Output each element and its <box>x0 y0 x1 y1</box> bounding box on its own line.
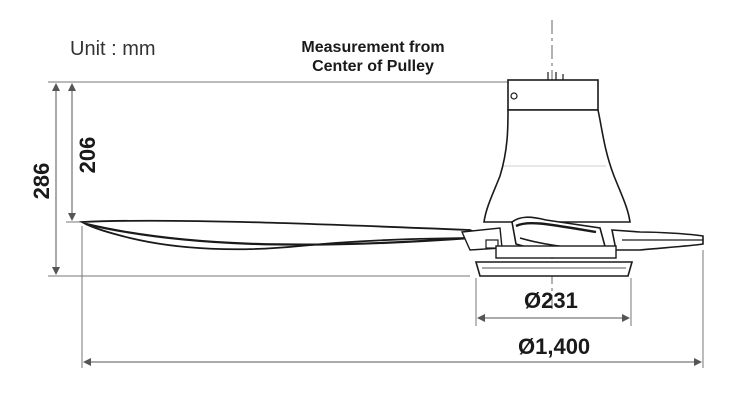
dimension-motor-height: 206 <box>75 136 100 174</box>
measurement-note-line-2: Center of Pulley <box>312 58 434 75</box>
fan-top-cap <box>507 72 599 111</box>
dimension-overall-height: 286 <box>29 162 54 200</box>
lower-housing <box>495 245 617 259</box>
motor-housing <box>483 109 631 223</box>
dimension-blade-span: Ø1,400 <box>518 334 591 359</box>
left-blade <box>78 219 489 251</box>
dimension-motor-diameter: Ø231 <box>524 288 578 313</box>
measurement-note-line-1: Measurement from <box>301 39 445 56</box>
bottom-plate <box>474 261 634 277</box>
measurement-note: Measurement from Center of Pulley <box>268 38 478 76</box>
unit-label: Unit : mm <box>70 38 156 60</box>
